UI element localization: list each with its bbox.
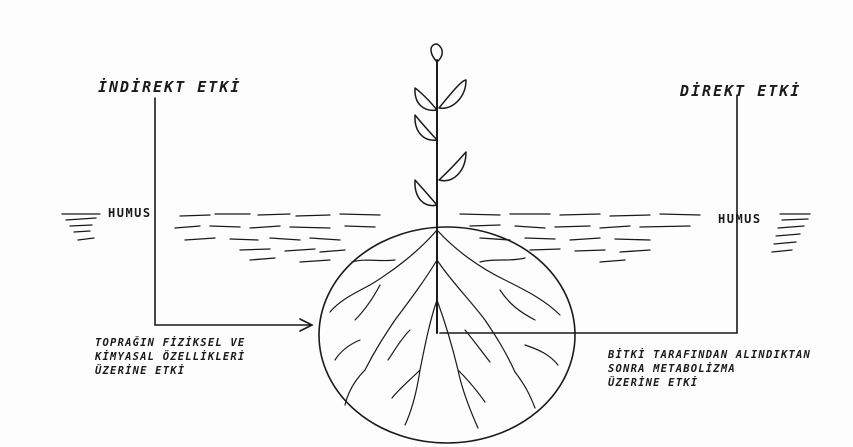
indirect-effect-note: TOPRAĞIN FİZİKSEL VE KİMYASAL ÖZELLİKLER… xyxy=(95,336,245,378)
root-zone-circle xyxy=(319,227,575,443)
indirect-line xyxy=(155,98,310,325)
direct-note-line-2: SONRA METABOLİZMA xyxy=(608,362,811,376)
direct-note-line-3: ÜZERİNE ETKİ xyxy=(608,376,811,390)
indirect-effect-title: İNDİREKT ETKİ xyxy=(98,78,241,96)
direct-effect-title: DİREKT ETKİ xyxy=(680,82,801,100)
plant-roots xyxy=(330,230,560,428)
plant-leaves xyxy=(415,44,466,206)
indirect-note-line-3: ÜZERİNE ETKİ xyxy=(95,364,245,378)
indirect-note-line-2: KİMYASAL ÖZELLİKLERİ xyxy=(95,350,245,364)
direct-effect-note: BİTKİ TARAFINDAN ALINDIKTAN SONRA METABO… xyxy=(608,348,811,390)
humus-label-left: HUMUS xyxy=(108,206,152,220)
indirect-note-line-1: TOPRAĞIN FİZİKSEL VE xyxy=(95,336,245,350)
humus-label-right: HUMUS xyxy=(718,212,762,226)
direct-note-line-1: BİTKİ TARAFINDAN ALINDIKTAN xyxy=(608,348,811,362)
